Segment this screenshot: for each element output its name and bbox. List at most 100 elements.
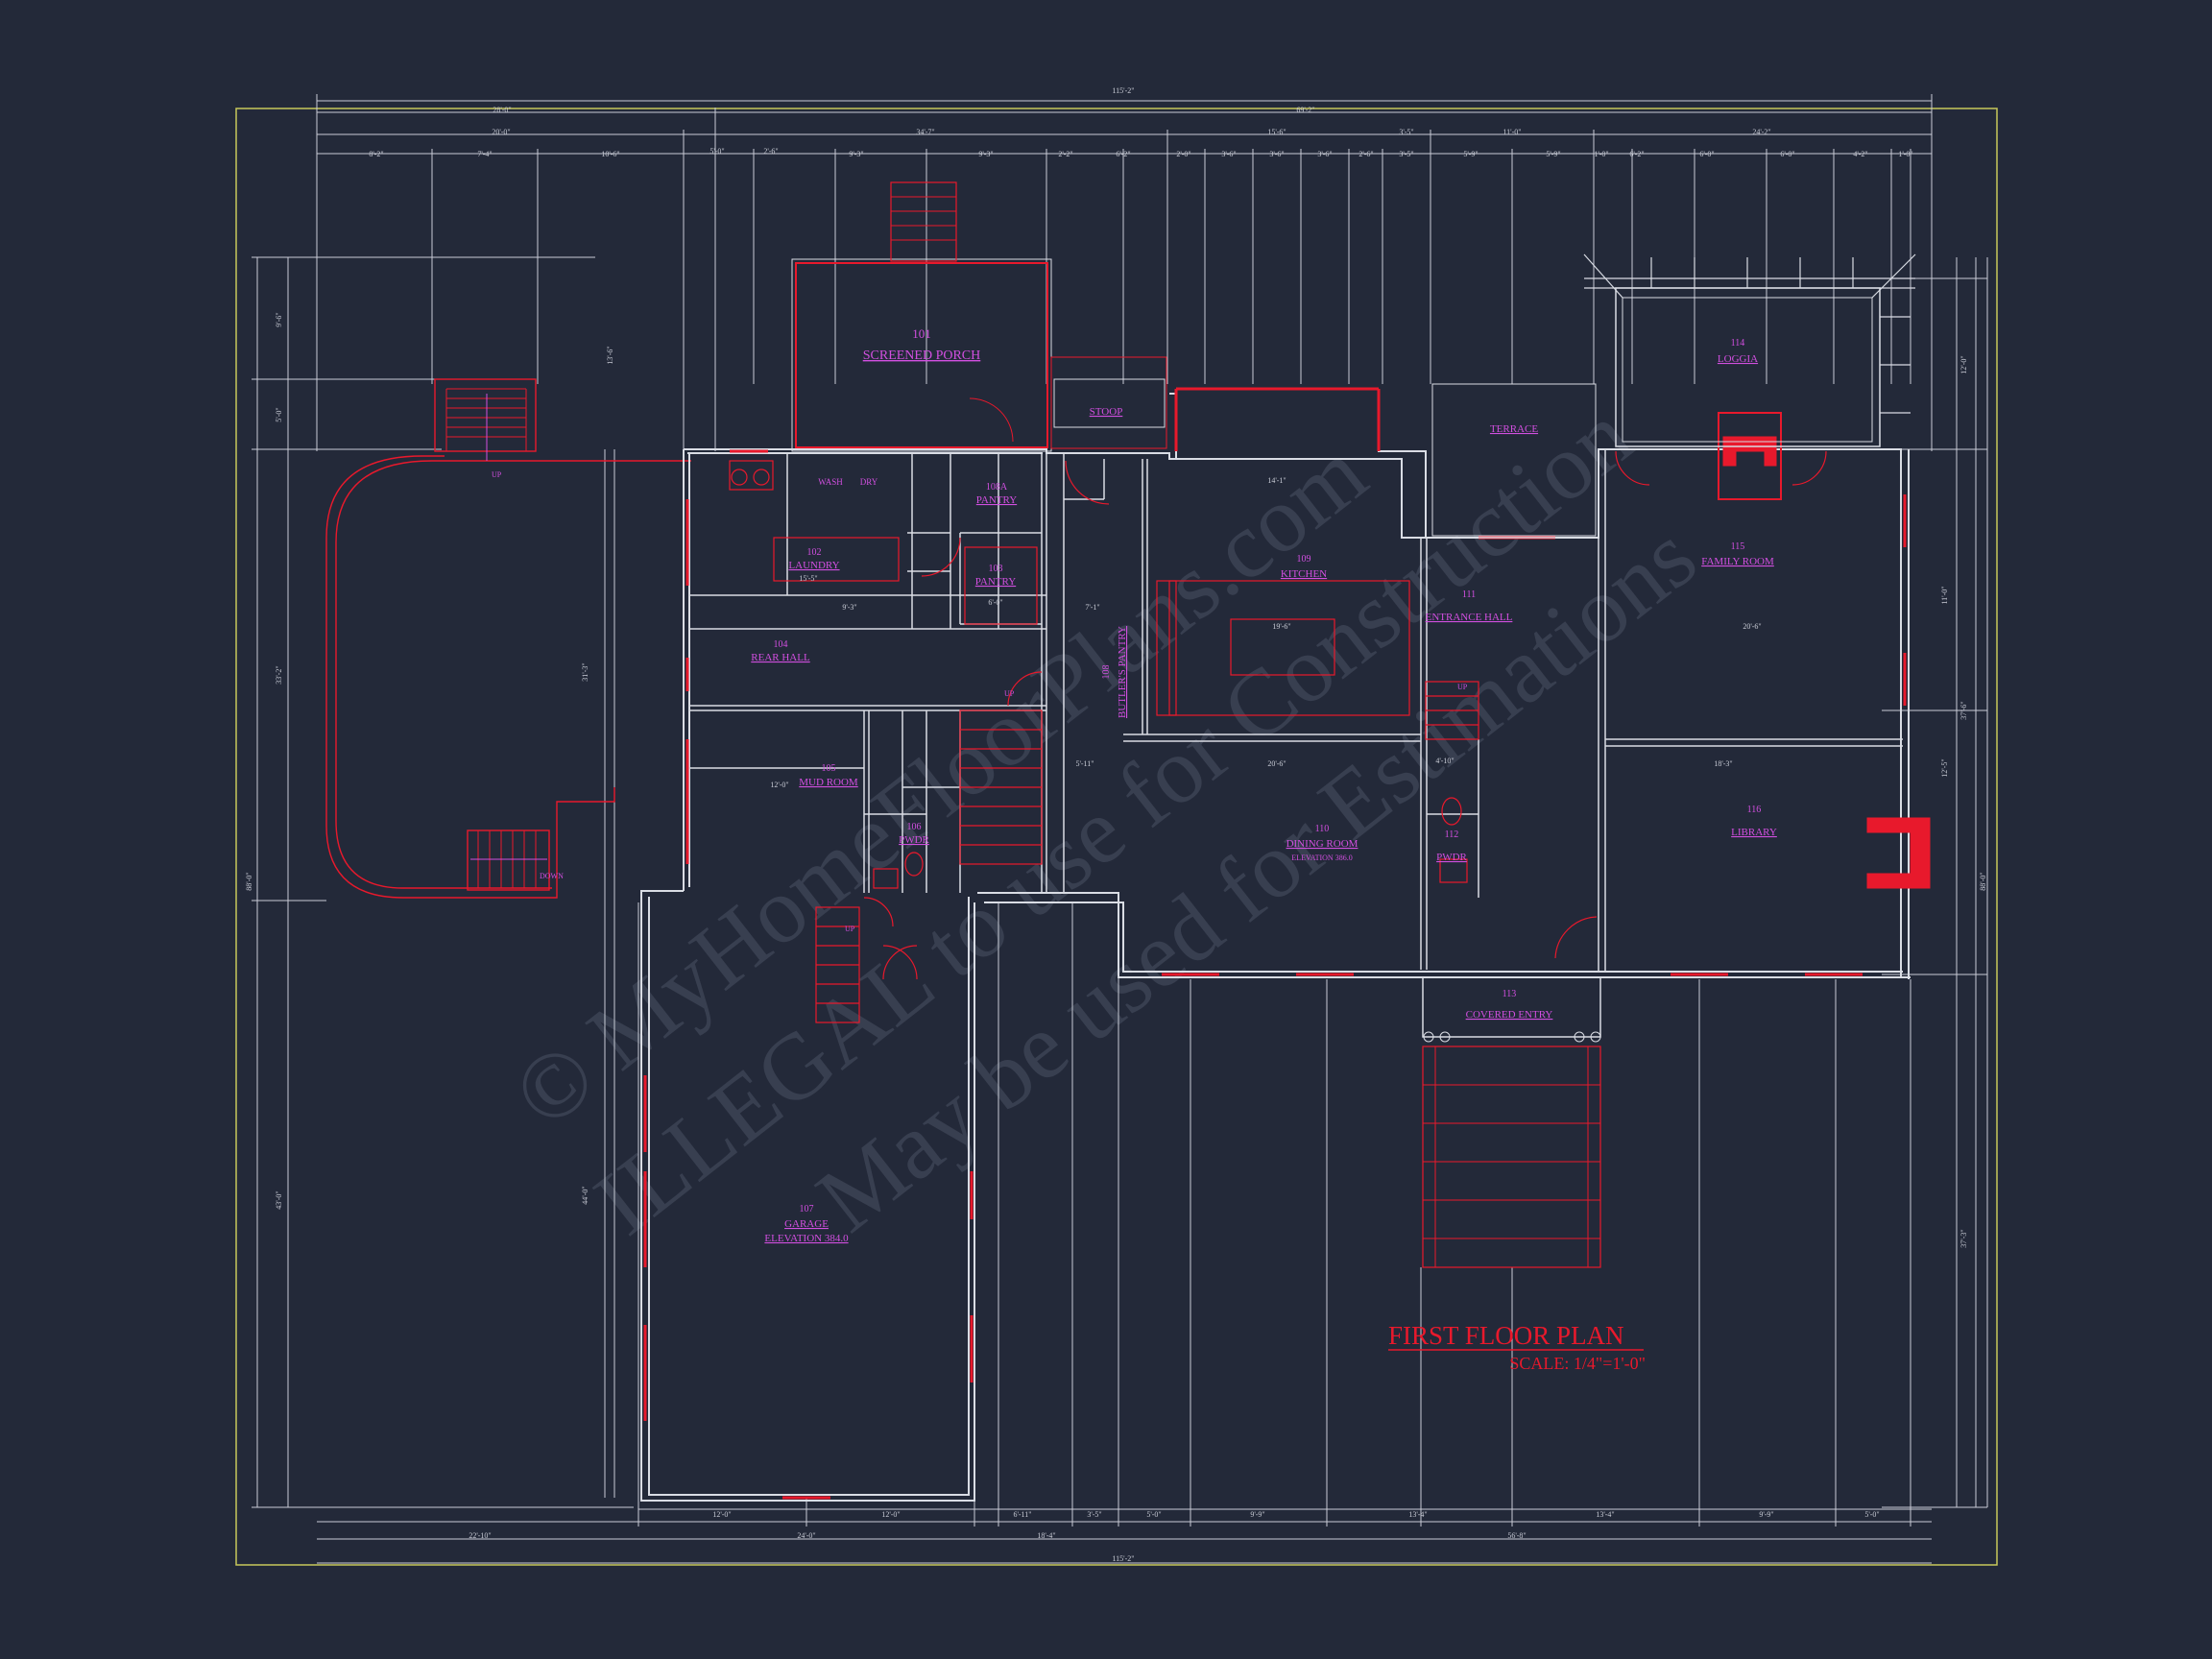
dim-right-b: 37'-3" <box>1960 1229 1968 1247</box>
dim-int-1: 15'-5" <box>799 574 817 583</box>
dim-bot2-1: 12'-0" <box>881 1510 900 1519</box>
top-dimensions <box>316 94 1933 451</box>
dim-bot2-7: 13'-4" <box>1596 1510 1614 1519</box>
room-elev-dining: ELEVATION 386.0 <box>1291 854 1352 862</box>
stairs-and-fixtures <box>729 450 1827 1023</box>
dim-top3-22: 1'-0" <box>1898 150 1912 158</box>
room-num-106: 106 <box>907 822 922 832</box>
dim-int-7: 5'-11" <box>1075 759 1094 768</box>
room-name-rear-hall: REAR HALL <box>751 652 810 663</box>
loggia-pergola: 114 LOGGIA <box>1583 253 1916 447</box>
room-name-loggia: LOGGIA <box>1718 353 1758 365</box>
dim-int-4: 7'-1" <box>1085 603 1099 612</box>
room-num-116: 116 <box>1747 805 1762 815</box>
dim-top3-12: 3'-6" <box>1317 150 1332 158</box>
dim-bot-2: 18'-4" <box>1037 1531 1055 1540</box>
dim-bot2-9: 5'-0" <box>1864 1510 1879 1519</box>
dim-overall-bottom: 115'-2" <box>1112 1554 1134 1563</box>
dim-top3-5: 9'-3" <box>849 150 863 158</box>
top-dimension-text: 115'-2" 28'-0" 69'-2" 20'-0" 34'-7" 15'-… <box>369 86 1912 158</box>
dim-int-6: 20'-6" <box>1267 759 1286 768</box>
dim-top3-7: 2'-2" <box>1058 150 1072 158</box>
label-wash: WASH <box>818 477 843 487</box>
exterior-walls <box>640 388 1911 1502</box>
watermark-line3: May be used for Estimations <box>799 504 1715 1252</box>
sheet-border <box>235 108 1998 1566</box>
dim-bot2-5: 9'-9" <box>1250 1510 1264 1519</box>
dim-top3-15: 5'-9" <box>1463 150 1478 158</box>
dim-bot-0: 22'-10" <box>469 1531 491 1540</box>
room-name-library: LIBRARY <box>1731 827 1777 838</box>
window-markers <box>643 387 1907 1500</box>
dim-left-d: 5'-0" <box>275 407 283 421</box>
room-name-pantry: PANTRY <box>975 576 1016 588</box>
label-dry: DRY <box>860 477 878 487</box>
dim-int-9: 20'-6" <box>1743 622 1761 631</box>
watermark-line2: ILLEGAL to use for Construction <box>576 384 1650 1255</box>
room-name-butlers-pantry: BUTLER'S PANTRY <box>1117 626 1128 718</box>
room-num-114: 114 <box>1731 338 1745 349</box>
room-labels: WASH DRY 102 LAUNDRY 103 PANTRY 108A PAN… <box>751 477 1777 1244</box>
dim-top3-17: 1'-0" <box>1594 150 1608 158</box>
label-down-steps: DOWN <box>540 872 564 880</box>
dim-int-11: 4'-10" <box>1435 757 1454 765</box>
dim-top3-8: 6'-2" <box>1116 150 1130 158</box>
dim-left-f: 31'-3" <box>581 662 589 681</box>
title-scale: SCALE: 1/4"=1'-0" <box>1509 1354 1646 1373</box>
dim-top2-b: 34'-7" <box>916 128 934 136</box>
dim-bot2-6: 13'-4" <box>1408 1510 1427 1519</box>
dim-top2-f: 24'-2" <box>1752 128 1770 136</box>
dim-left-e: 13'-6" <box>606 346 614 364</box>
dim-top2-e: 11'-0" <box>1503 128 1521 136</box>
watermark-line1: © MyHomeFloorPlans.com <box>494 421 1384 1148</box>
watermark: © MyHomeFloorPlans.com ILLEGAL to use fo… <box>494 384 1715 1255</box>
room-num-112: 112 <box>1445 830 1459 840</box>
dim-top3-19: 6'-0" <box>1699 150 1714 158</box>
label-up-stair2: UP <box>845 925 855 933</box>
left-terrace: UP DOWN <box>325 378 691 899</box>
label-stoop: STOOP <box>1090 406 1123 418</box>
dim-top3-2: 10'-6" <box>601 150 619 158</box>
dim-right-overall: 88'-0" <box>1979 872 1987 890</box>
dim-left-g: 44'-0" <box>581 1186 589 1204</box>
title-main: FIRST FLOOR PLAN <box>1388 1321 1624 1350</box>
dim-bot2-0: 12'-0" <box>712 1510 731 1519</box>
room-name-family: FAMILY ROOM <box>1701 556 1774 567</box>
room-name-entrance: ENTRANCE HALL <box>1426 612 1513 623</box>
screened-porch: 101 SCREENED PORCH <box>791 181 1052 452</box>
dim-top3-4: 2'-6" <box>763 147 778 156</box>
dim-left-b: 43'-0" <box>275 1190 283 1209</box>
label-terrace: TERRACE <box>1490 423 1538 435</box>
dim-top3-10: 3'-6" <box>1221 150 1236 158</box>
dim-top3-1: 7'-4" <box>477 150 492 158</box>
covered-entry: 113 COVERED ENTRY <box>1422 976 1601 1268</box>
room-name-pantry2: PANTRY <box>976 494 1017 506</box>
dim-int-3: 9'-3" <box>842 603 856 612</box>
dim-int-8: 18'-3" <box>1714 759 1732 768</box>
dim-top3-9: 2'-0" <box>1176 150 1190 158</box>
dim-bot-3: 56'-8" <box>1507 1531 1526 1540</box>
dim-top2-a: 20'-0" <box>492 128 510 136</box>
dim-top3-13: 2'-6" <box>1358 150 1373 158</box>
label-up-left-steps: UP <box>492 470 502 479</box>
dim-right-d: 11'-0" <box>1940 586 1949 604</box>
room-name-pwdr1: PWDR <box>899 834 929 846</box>
dim-right-c: 12'-0" <box>1960 355 1968 373</box>
room-num-109: 109 <box>1297 554 1311 565</box>
dim-top3-14: 3'-5" <box>1399 150 1413 158</box>
dim-top3-16: 5'-9" <box>1546 150 1560 158</box>
fireplaces <box>1718 412 1931 889</box>
dim-left-c: 9'-6" <box>275 312 283 326</box>
dim-bot2-4: 5'-0" <box>1146 1510 1161 1519</box>
dim-left-overall: 88'-0" <box>245 872 253 890</box>
terrace: TERRACE <box>1431 383 1597 537</box>
room-name-pwdr2: PWDR <box>1436 852 1467 863</box>
room-name-mud-room: MUD ROOM <box>799 777 858 788</box>
dim-top3-3: 5'-0" <box>709 147 724 156</box>
room-name-dining: DINING ROOM <box>1286 838 1358 850</box>
dim-int-5: 19'-6" <box>1272 622 1290 631</box>
side-dimension-text: 88'-0" 33'-2" 43'-0" 9'-6" 5'-0" 13'-6" … <box>245 312 1987 1563</box>
dim-top3-18: 6'-2" <box>1629 150 1644 158</box>
room-name-kitchen: KITCHEN <box>1281 568 1327 580</box>
room-name-covered-entry: COVERED ENTRY <box>1466 1009 1553 1021</box>
